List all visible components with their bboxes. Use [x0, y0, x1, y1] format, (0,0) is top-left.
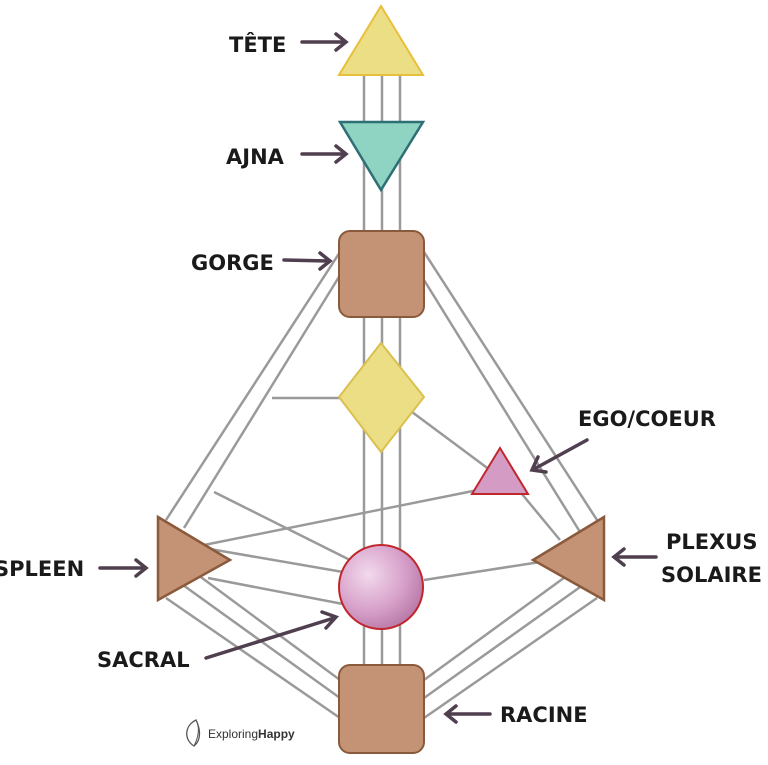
centers [156, 4, 606, 754]
label-racine: RACINE [500, 703, 588, 727]
label-gorge: GORGE [191, 251, 274, 275]
channel-throat-plexus-2 [422, 279, 582, 533]
channel-throat-spleen-2 [182, 271, 344, 529]
arrow-tete [300, 32, 349, 52]
channel-g-ego [411, 410, 491, 472]
channel-spleen-sacral-mid [203, 546, 344, 574]
channel-spleen-sacral-lower [207, 576, 344, 606]
brand-text: ExploringHappy [208, 727, 295, 741]
ego-center [470, 446, 530, 495]
arrow-plexus [611, 547, 658, 567]
channel-throat-plexus-1 [422, 251, 599, 521]
head-center [337, 4, 425, 76]
sacral-center [338, 544, 424, 630]
brand-watermark: ExploringHappy [186, 719, 295, 747]
label-ego: EGO/COEUR [578, 407, 716, 431]
channel-spleen-root-1 [165, 596, 341, 720]
root-center [338, 664, 425, 754]
arrow-spleen [98, 558, 149, 578]
channel-plexus-root-2 [423, 578, 591, 700]
arrows [98, 32, 658, 724]
channel-spleen-sacral-upper [213, 490, 351, 562]
leaf-logo-icon [186, 719, 201, 747]
label-spleen: SPLEEN [0, 557, 84, 581]
throat-center [338, 230, 425, 318]
label-plexus-1: PLEXUS [666, 530, 758, 554]
channel-plexus-root-3 [423, 570, 573, 682]
g-center [337, 341, 426, 454]
channel-ego-spleen [203, 488, 479, 547]
channel-plexus-sacral [423, 560, 541, 582]
arrow-racine [443, 704, 492, 724]
arrow-ajna [300, 144, 349, 164]
label-plexus-2: SOLAIRE [661, 563, 762, 587]
label-sacral: SACRAL [97, 648, 190, 672]
brand-name-regular: Exploring [208, 727, 258, 741]
channel-plexus-root-1 [423, 596, 598, 720]
arrow-gorge [282, 251, 333, 271]
spleen-center [156, 514, 233, 603]
arrow-ego [529, 438, 589, 474]
arrow-sacral [204, 610, 340, 660]
label-ajna: AJNA [226, 145, 285, 169]
solar-plexus-center [530, 514, 606, 603]
ajna-center [337, 120, 426, 193]
channel-spleen-root-3 [193, 570, 341, 682]
channel-spleen-root-2 [175, 578, 341, 700]
channel-throat-spleen-1 [164, 251, 342, 521]
label-tete: TÊTE [229, 32, 286, 57]
brand-name-bold: Happy [258, 727, 295, 741]
labels: TÊTE AJNA GORGE EGO/COEUR SPLEEN PLEXUS … [0, 32, 762, 727]
